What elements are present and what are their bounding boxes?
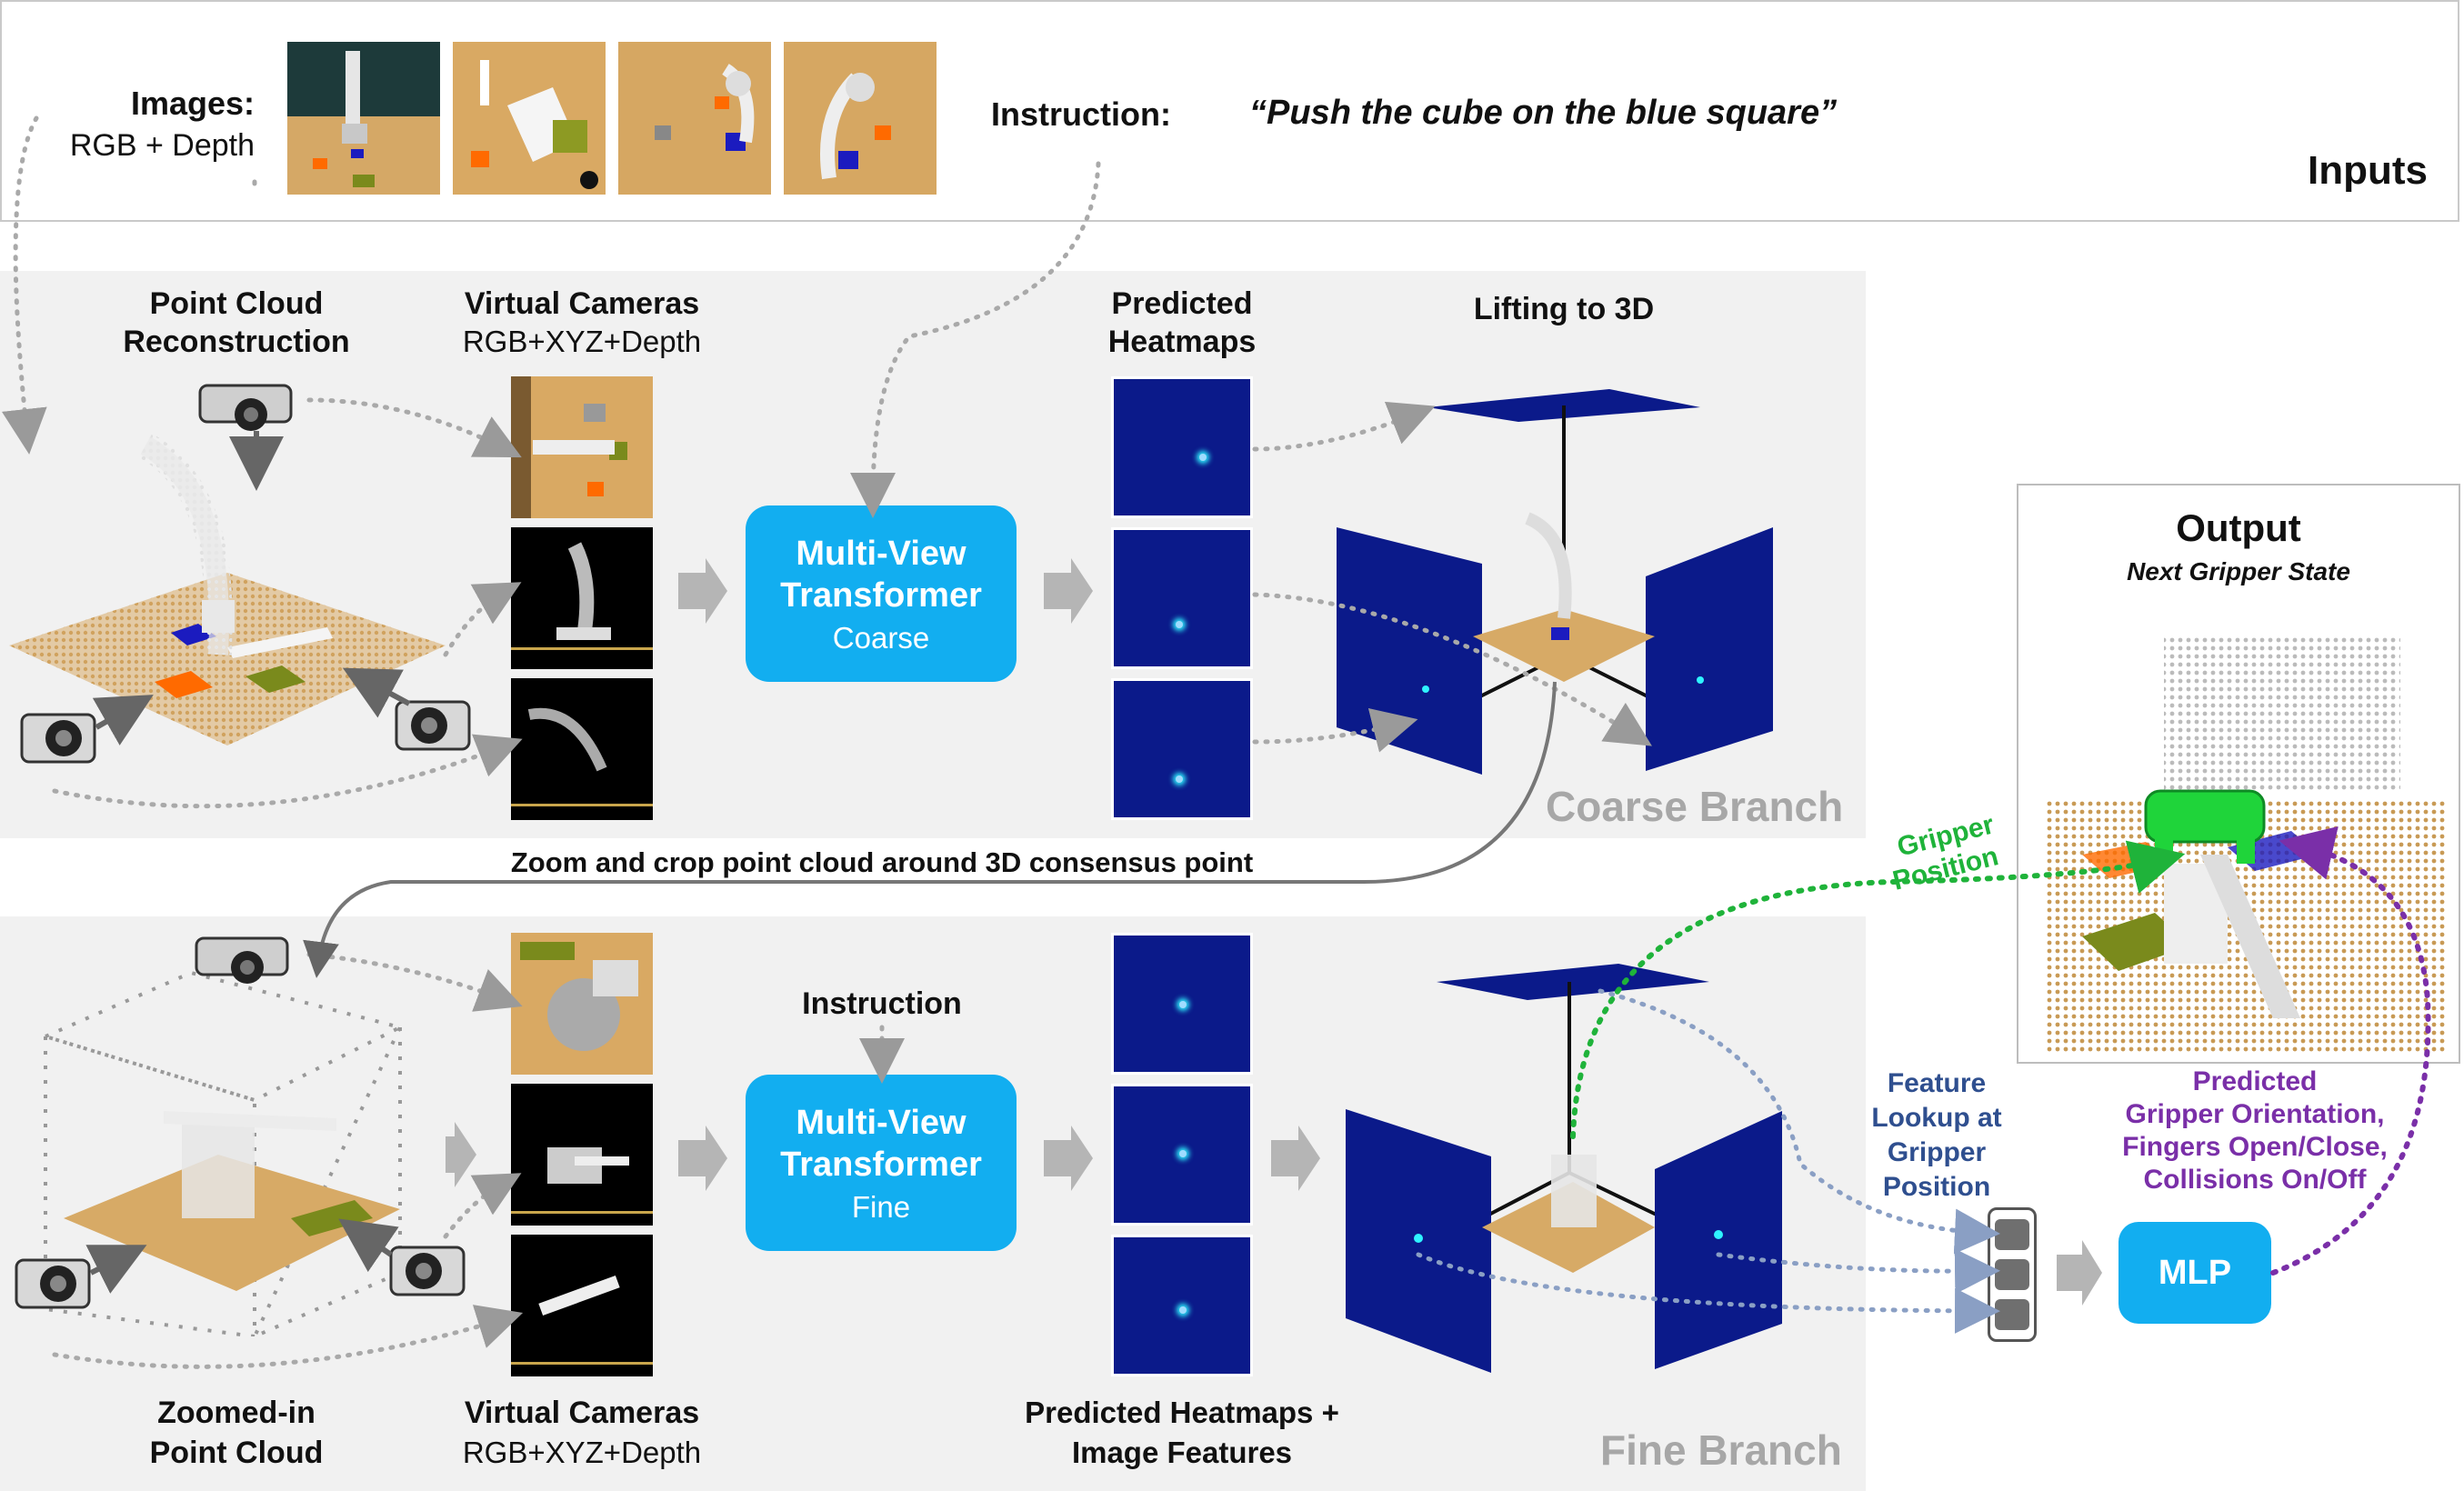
inputs-title: Inputs: [2308, 148, 2428, 193]
feature-token-3: [1995, 1299, 2029, 1330]
predicted-heatmaps-label-1: Predicted: [1111, 286, 1253, 321]
coarse-branch-title: Coarse Branch: [1546, 783, 1844, 830]
fine-virtual-depth: [511, 1235, 653, 1376]
fine-left-camera-icon: [13, 1251, 95, 1324]
feature-lookup-label-3: Gripper: [1887, 1137, 1987, 1167]
fine-mvt-sub: Fine: [851, 1189, 911, 1224]
virtual-cameras-sublabel: RGB+XYZ+Depth: [462, 325, 702, 358]
coarse-heatmap-1: [1111, 376, 1253, 518]
fine-heatmap-2: [1111, 1084, 1253, 1226]
predicted-output-label-2: Gripper Orientation,: [2125, 1099, 2385, 1129]
predicted-heatmaps-label-2: Heatmaps: [1107, 325, 1257, 359]
images-sublabel: RGB + Depth: [69, 128, 255, 163]
feature-lookup-label-1: Feature: [1887, 1068, 1987, 1098]
coarse-mvt-line2: Transformer: [780, 576, 982, 615]
fine-virtual-xyz: [511, 1084, 653, 1226]
fine-mvt-line2: Transformer: [780, 1146, 982, 1185]
lifting-label: Lifting to 3D: [1473, 292, 1655, 326]
predicted-output-label-1: Predicted: [2192, 1066, 2318, 1096]
predicted-output-label-4: Collisions On/Off: [2143, 1165, 2367, 1195]
instruction-text: “Push the cube on the blue square”: [1249, 94, 1838, 132]
point-cloud-label-1: Point Cloud: [149, 286, 324, 321]
feature-token-2: [1995, 1259, 2029, 1290]
fine-mvt-block: Multi-View Transformer Fine: [746, 1075, 1017, 1251]
virtual-cameras-label: Virtual Cameras: [464, 286, 700, 321]
mlp-block: MLP: [2118, 1222, 2271, 1324]
feature-lookup-label-4: Position: [1882, 1172, 1991, 1202]
fine-instruction-label: Instruction: [802, 986, 962, 1021]
input-image-front: [287, 42, 440, 195]
point-cloud-label-2: Reconstruction: [123, 325, 350, 359]
top-camera-icon: [196, 378, 296, 433]
coarse-virtual-xyz: [511, 527, 653, 669]
coarse-heatmap-2: [1111, 527, 1253, 669]
coarse-mvt-line1: Multi-View: [796, 535, 967, 573]
predicted-output-label-3: Fingers Open/Close,: [2122, 1132, 2388, 1162]
zoom-crop-label: Zoom and crop point cloud around 3D cons…: [510, 846, 1254, 878]
feature-token-1: [1995, 1219, 2029, 1250]
input-image-top: [453, 42, 606, 195]
fine-top-camera-icon: [193, 931, 293, 986]
feature-lookup-label-2: Lookup at: [1871, 1103, 2002, 1133]
fine-branch-title: Fine Branch: [1600, 1426, 1842, 1474]
fine-predicted-label-1: Predicted Heatmaps +: [1025, 1396, 1339, 1429]
coarse-mvt-sub: Coarse: [832, 620, 930, 655]
fine-heatmap-3: [1111, 1235, 1253, 1376]
fine-mvt-line1: Multi-View: [796, 1104, 967, 1142]
output-title: Output: [2176, 506, 2301, 549]
coarse-mvt-block: Multi-View Transformer Coarse: [746, 505, 1017, 682]
fine-zoomed-cube: [27, 946, 418, 1340]
output-scene: [2046, 636, 2446, 1055]
coarse-virtual-depth: [511, 678, 653, 820]
fine-virtual-cameras-label: Virtual Cameras: [464, 1396, 700, 1430]
fine-right-camera-icon: [387, 1238, 469, 1311]
fine-virtual-rgb: [511, 933, 653, 1075]
coarse-virtual-rgb: [511, 376, 653, 518]
zoomed-label-2: Point Cloud: [149, 1436, 324, 1470]
input-image-left: [618, 42, 771, 195]
fine-heatmap-1: [1111, 933, 1253, 1075]
fine-virtual-cameras-sublabel: RGB+XYZ+Depth: [462, 1436, 702, 1469]
output-subtitle: Next Gripper State: [2127, 557, 2350, 585]
images-label: Images:: [130, 85, 255, 122]
input-image-right: [784, 42, 937, 195]
instruction-label: Instruction:: [991, 95, 1171, 133]
right-camera-icon: [393, 693, 475, 766]
zoomed-label-1: Zoomed-in: [157, 1396, 316, 1430]
coarse-point-cloud-scene: [9, 382, 464, 818]
fine-predicted-label-2: Image Features: [1071, 1436, 1293, 1469]
coarse-lifting-3d: [1337, 382, 1773, 782]
fine-lifting-3d: [1346, 955, 1782, 1373]
coarse-heatmap-3: [1111, 678, 1253, 820]
